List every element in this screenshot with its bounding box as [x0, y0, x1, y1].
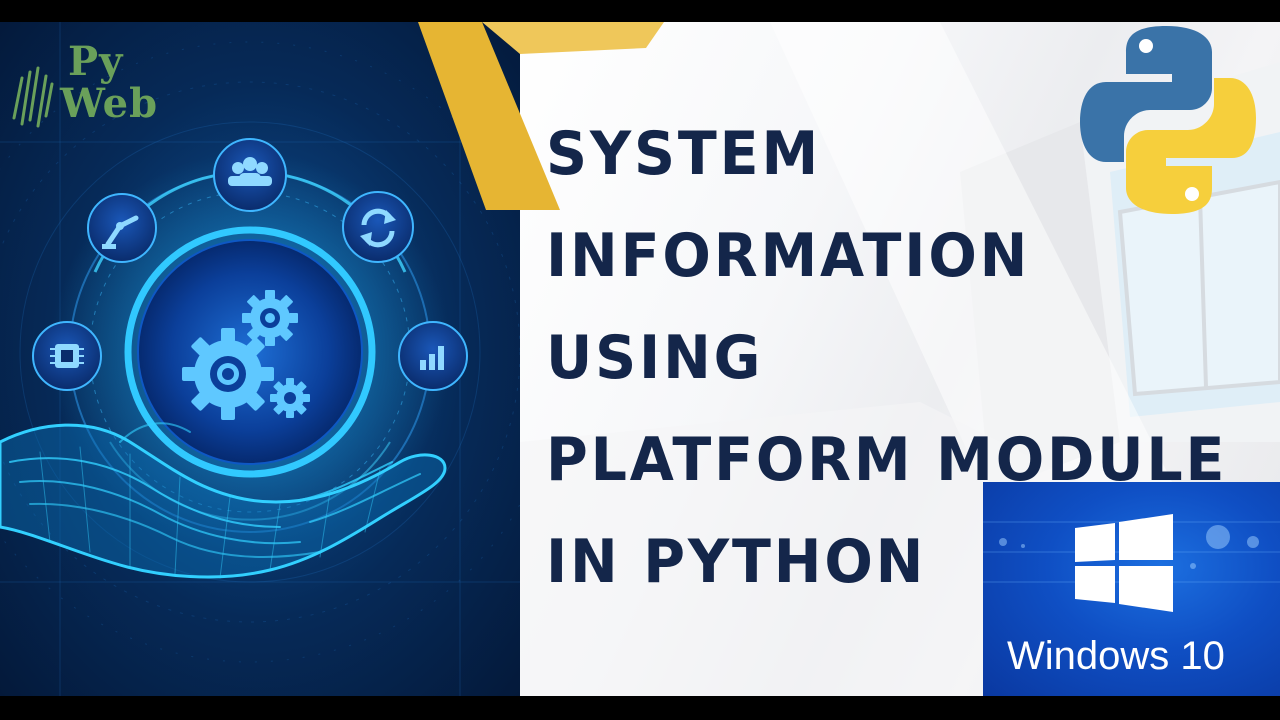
chip-icon: [32, 321, 102, 391]
logo-text-web: Web: [60, 80, 159, 127]
pyweb-logo: Py Web: [8, 42, 198, 152]
hand-icon: [0, 422, 447, 579]
headline-line-3: USING: [546, 323, 764, 393]
windows-logo-icon: [1075, 514, 1173, 612]
letterbox-bottom: [0, 696, 1280, 720]
python-logo-icon: [1080, 26, 1256, 214]
logo-text-py: Py: [68, 38, 124, 85]
gears-icon: [182, 290, 310, 420]
robot-arm-icon: [87, 193, 157, 263]
bar-chart-icon: [398, 321, 468, 391]
headline: SYSTEM INFORMATION USING PLATFORM MODULE…: [546, 103, 1266, 613]
headline-line-5: IN PYTHON: [546, 527, 927, 597]
headline-line-2: INFORMATION: [546, 221, 1031, 291]
barcode-lines-icon: [12, 66, 54, 128]
users-icon: [213, 138, 287, 212]
refresh-icon: [342, 191, 414, 263]
headline-line-1: SYSTEM: [546, 119, 822, 189]
windows-10-label: Windows 10: [1007, 634, 1225, 678]
windows-10-badge: Windows 10: [983, 482, 1280, 696]
tech-illustration-panel: Py Web: [0, 22, 520, 696]
windows-card-graphic: [983, 514, 1280, 612]
letterbox-top: [0, 0, 1280, 22]
tech-illustration: [0, 22, 520, 696]
